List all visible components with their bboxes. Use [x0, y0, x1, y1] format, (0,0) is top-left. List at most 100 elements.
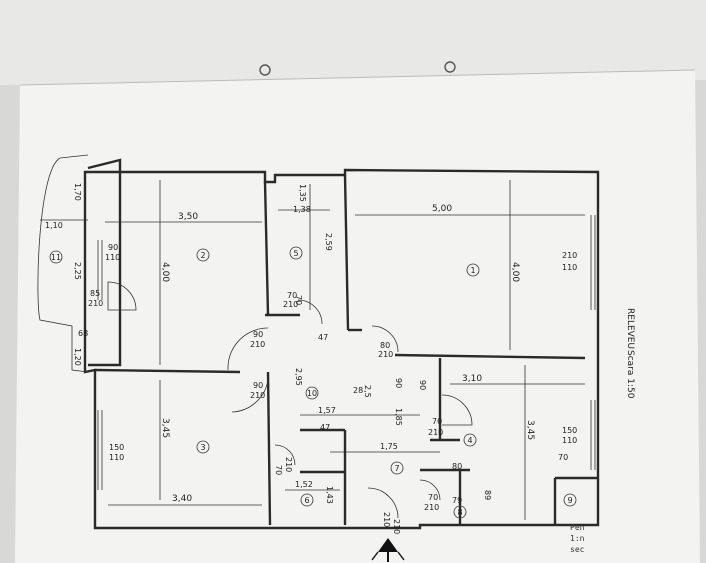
room-6-marker [300, 493, 314, 507]
dimension-label: 210 [562, 251, 577, 260]
dimension-label: 150 [562, 426, 577, 435]
dimension-label: 90 [108, 243, 118, 252]
dimension-label: 89 [483, 490, 492, 500]
dimension-label: 210 [424, 503, 439, 512]
dimension-label: 90 [253, 381, 263, 390]
doors [107, 281, 473, 519]
dimension-label: 1,35 [298, 184, 307, 202]
dimension-label: 210 [392, 519, 401, 534]
dimension-label: 1,10 [45, 221, 63, 230]
room-markers [49, 246, 577, 519]
dimension-label: 110 [562, 263, 577, 272]
dimension-label: 210 [284, 457, 293, 472]
dimension-label: 2,59 [324, 233, 333, 251]
side-text: 1:n [570, 534, 585, 543]
dimension-label: 70 [432, 417, 442, 426]
dimension-label: 210 [250, 340, 265, 349]
dimension-label: 210 [428, 428, 443, 437]
room-11-marker [49, 250, 63, 264]
dimension-label: 68 [78, 329, 88, 338]
dimension-labels: 3,50 4,00 5,00 4,00 3,45 3,40 3,10 3,45 … [45, 183, 577, 534]
dimension-label: 47 [320, 423, 330, 432]
dimension-label: 85 [90, 289, 100, 298]
dimension-label: 70 [558, 453, 568, 462]
dimension-label: 90 [418, 380, 427, 390]
dimension-lines [105, 180, 585, 520]
dimension-label: 70 [428, 493, 438, 502]
dimension-label: 90 [253, 330, 263, 339]
dimension-label: 70 [294, 295, 303, 305]
side-text: sec [570, 545, 585, 554]
north-arrow-icon [371, 538, 405, 562]
dimension-label: 1,70 [73, 183, 82, 201]
dimension-label: 79 [452, 496, 462, 505]
room-4-marker [463, 433, 477, 447]
outer-walls [37, 154, 600, 530]
dimension-label: 3,45 [160, 418, 170, 438]
sheet-title: RELEVEU [625, 308, 635, 349]
dimension-label: 2,95 [294, 368, 303, 386]
dimension-label: 1,38 [293, 205, 311, 214]
dimension-label: 2,25 [73, 262, 82, 280]
dimension-label: 110 [105, 253, 120, 262]
dimension-label: 4,00 [160, 262, 170, 282]
dimension-label: 5,00 [432, 204, 452, 214]
room-number: 4 [467, 436, 472, 445]
dimension-label: 110 [562, 436, 577, 445]
dimension-label: 1,57 [318, 406, 336, 415]
punch-hole [259, 64, 271, 76]
room-number: 5 [293, 249, 298, 258]
dimension-label: 28 [353, 386, 363, 395]
dimension-label: 210 [378, 350, 393, 359]
dimension-label: 2,5 [363, 385, 372, 398]
dimension-label: 210 [382, 512, 391, 527]
dimension-label: 90 [394, 378, 403, 388]
room-number: 7 [394, 464, 399, 473]
room-7-marker [390, 461, 404, 475]
room-2-marker [196, 248, 210, 262]
room-number: 1 [470, 266, 475, 275]
dimension-label: 70 [287, 291, 297, 300]
dimension-label: 3,40 [172, 494, 192, 504]
interior-walls [94, 174, 598, 526]
room-10-marker [305, 386, 319, 400]
dimension-label: 3,10 [462, 374, 482, 384]
room-number: 11 [51, 253, 61, 262]
dimension-label: 1,75 [380, 442, 398, 451]
dimension-label: 1,52 [295, 480, 313, 489]
dimension-label: 1,43 [325, 486, 334, 504]
dimension-label: 3,50 [178, 212, 198, 222]
dimension-label: 80 [452, 462, 462, 471]
room-number: 3 [200, 443, 205, 452]
dimension-label: 3,45 [525, 420, 535, 440]
dimension-label: 4,00 [510, 262, 520, 282]
room-number: 2 [200, 251, 205, 260]
room-number: 8 [457, 508, 462, 517]
room-3-marker [196, 440, 210, 454]
windows [97, 215, 596, 490]
dimension-label: 70 [274, 465, 283, 475]
dimension-label: 110 [109, 453, 124, 462]
dimension-label: 80 [380, 341, 390, 350]
dimension-label: 47 [318, 333, 328, 342]
paper-sheet [15, 70, 700, 563]
room-5-marker [289, 246, 303, 260]
room-8-marker [453, 505, 467, 519]
dimension-label: 210 [250, 391, 265, 400]
dimension-label: 210 [88, 299, 103, 308]
top-sheet [0, 0, 706, 85]
sheet-scale: Scara 1:50 [625, 350, 635, 399]
dimension-label: 150 [109, 443, 124, 452]
dimension-label: 1,85 [394, 408, 403, 426]
room-number: 10 [307, 389, 317, 398]
dimension-label: 1,20 [73, 348, 82, 366]
punch-hole [444, 61, 456, 73]
room-number: 6 [304, 496, 309, 505]
room-number: 9 [567, 496, 572, 505]
dimension-label: 210 [283, 300, 298, 309]
side-text: Pen [570, 523, 585, 532]
room-9-marker [563, 493, 577, 507]
room-1-marker [466, 263, 480, 277]
